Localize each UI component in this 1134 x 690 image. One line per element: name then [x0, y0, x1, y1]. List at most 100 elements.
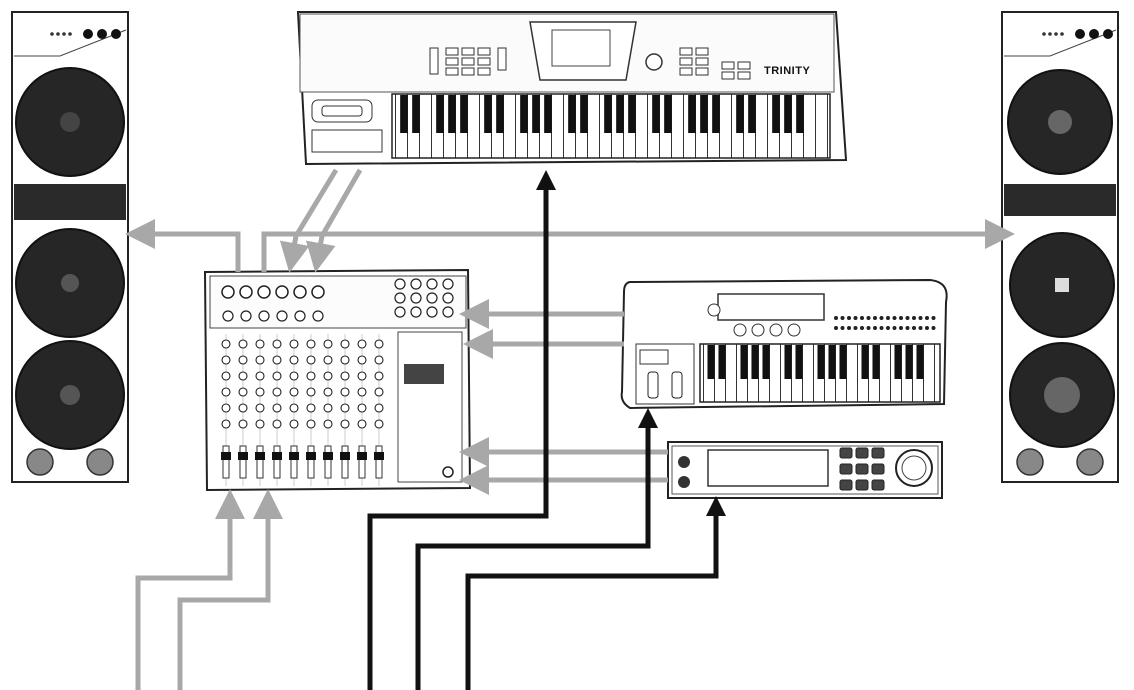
led-icon [912, 316, 916, 320]
led-icon [925, 326, 929, 330]
main-keyboard-logo: TRINITY [764, 65, 810, 77]
channel-knob-icon [323, 355, 333, 365]
channel-knob-icon [272, 419, 282, 429]
jack-icon [258, 310, 270, 322]
audio-cable-input-to-mixer [135, 489, 245, 690]
black-key [736, 95, 744, 133]
jack-icon [426, 306, 438, 318]
channel-knob-icon [306, 371, 316, 381]
black-key [628, 95, 636, 133]
mixer [203, 268, 472, 492]
fader-track [290, 445, 298, 479]
jack-icon [442, 306, 454, 318]
black-key [400, 95, 408, 133]
black-key [448, 95, 456, 133]
led-icon [847, 326, 851, 330]
speaker-led-icon [50, 29, 121, 39]
channel-knob-icon [255, 339, 265, 349]
channel-knob-icon [289, 419, 299, 429]
led-icon [912, 326, 916, 330]
led-icon [860, 326, 864, 330]
channel-knob-icon [289, 355, 299, 365]
rack-data-dial-icon [895, 449, 933, 487]
jack-icon [222, 310, 234, 322]
fader-cap [221, 452, 231, 460]
fader-cap [340, 452, 350, 460]
channel-knob-icon [306, 419, 316, 429]
channel-knob-icon [272, 403, 282, 413]
channel-knob-icon [323, 387, 333, 397]
led-icon [840, 326, 845, 330]
black-key [751, 345, 759, 379]
midi-cable-to-main-keyboard [367, 170, 556, 690]
synth-display [717, 293, 825, 321]
synth-buttons [707, 303, 801, 337]
channel-knob-icon [221, 419, 231, 429]
black-key [712, 95, 720, 133]
jack-icon [221, 285, 235, 299]
mixer-channel-strips [221, 334, 384, 486]
woofer-bottom-icon [15, 340, 125, 450]
speaker-label-band [1004, 184, 1116, 216]
channel-knob-icon [357, 419, 367, 429]
fader-cap [374, 452, 384, 460]
channel-knob-icon [340, 387, 350, 397]
black-key [412, 95, 420, 133]
led-icon [918, 316, 923, 320]
mixer-master-section [397, 331, 463, 483]
channel-knob-icon [340, 339, 350, 349]
synth-pitch-wheel [647, 371, 659, 399]
channel-knob-icon [374, 355, 384, 365]
led-icon [925, 316, 929, 320]
led-icon [853, 326, 858, 330]
synth-led-row [834, 316, 936, 330]
black-key [568, 95, 576, 133]
led-icon [866, 316, 871, 320]
channel-knob-icon [340, 355, 350, 365]
rack-buttons [839, 447, 885, 491]
led-icon [834, 326, 838, 330]
black-key [784, 95, 792, 133]
black-key [580, 95, 588, 133]
channel-knob-icon [306, 387, 316, 397]
jack-icon [410, 292, 422, 304]
fader-cap [306, 452, 316, 460]
black-key [496, 95, 504, 133]
main-keyboard-buttons [429, 47, 751, 80]
fader-track [256, 445, 264, 479]
led-icon [866, 326, 871, 330]
channel-knob-icon [374, 387, 384, 397]
jack-icon [442, 278, 454, 290]
channel-knob-icon [357, 403, 367, 413]
jack-icon [410, 278, 422, 290]
black-key [796, 95, 804, 133]
jack-icon [394, 292, 406, 304]
midi-connections [367, 170, 726, 690]
black-key [894, 345, 902, 379]
midi-cable-to-rack-module [465, 496, 726, 690]
jack-icon [239, 285, 253, 299]
left-speaker [11, 11, 129, 483]
channel-knob-icon [238, 403, 248, 413]
channel-knob-icon [289, 371, 299, 381]
channel-knob-icon [289, 403, 299, 413]
main-keyboard-black-keys [400, 95, 804, 133]
fader-cap [238, 452, 248, 460]
channel-knob-icon [306, 403, 316, 413]
channel-knob-icon [238, 371, 248, 381]
rack-module [667, 441, 943, 499]
woofer-top-icon [15, 67, 125, 177]
jack-icon [240, 310, 252, 322]
jack-icon [394, 306, 406, 318]
fader-cap [323, 452, 333, 460]
fader-cap [357, 452, 367, 460]
channel-knob-icon [323, 403, 333, 413]
fader-track [222, 445, 230, 479]
channel-knob-icon [255, 371, 265, 381]
woofer-top-icon [1007, 69, 1113, 175]
channel-knob-icon [357, 387, 367, 397]
channel-knob-icon [255, 387, 265, 397]
black-key [460, 95, 468, 133]
channel-knob-icon [306, 339, 316, 349]
jack-icon [294, 310, 306, 322]
